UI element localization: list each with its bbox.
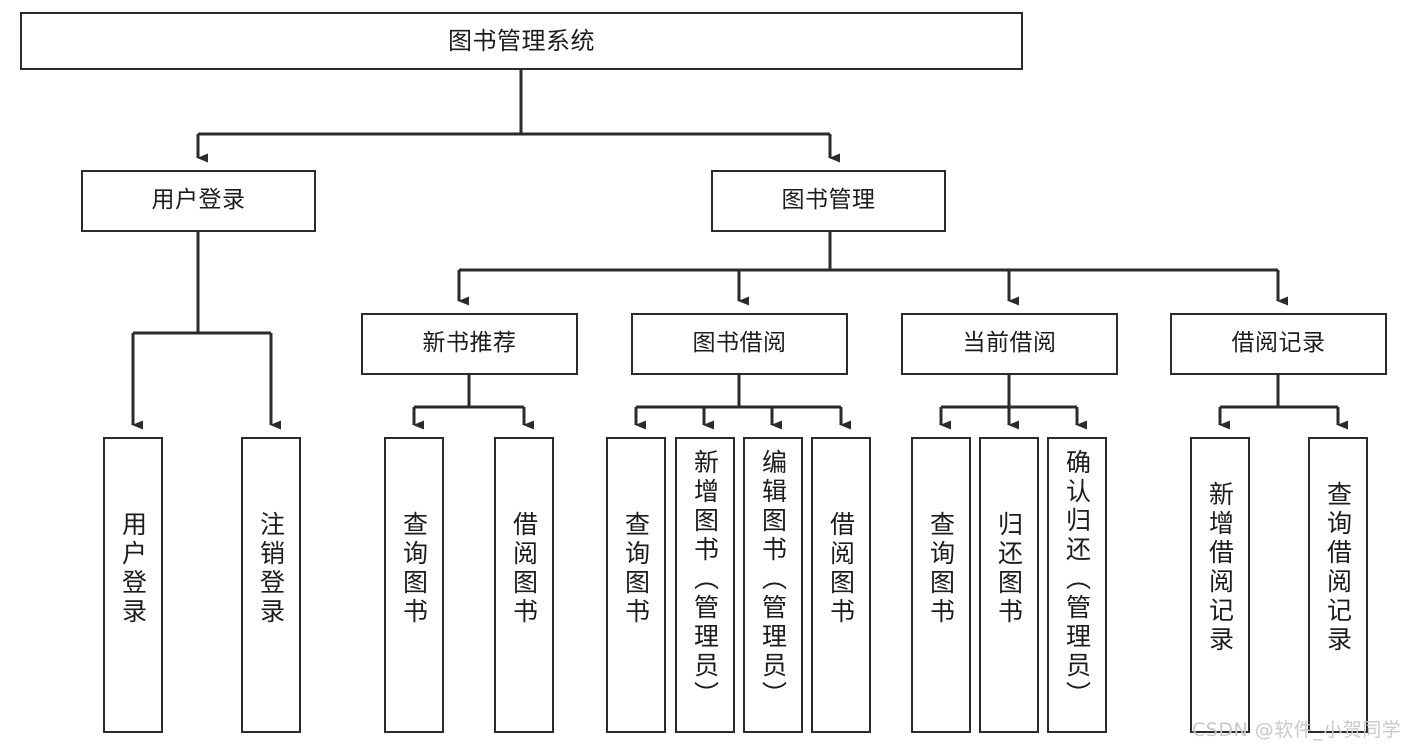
leaf-add-book-admin[interactable]: 新增图书（管理员） <box>675 437 735 733</box>
leaf-logout[interactable]: 注销登录 <box>241 437 301 733</box>
node-label: 查询图书 <box>399 511 429 627</box>
node-user-login[interactable]: 用户登录 <box>81 170 316 232</box>
node-label: 查询图书 <box>621 511 651 627</box>
node-new-book-recommend[interactable]: 新书推荐 <box>361 313 578 375</box>
node-current-borrow[interactable]: 当前借阅 <box>901 313 1118 375</box>
node-label: 确认归还（管理员） <box>1062 449 1092 710</box>
leaf-borrow-books-recommend[interactable]: 借阅图书 <box>494 437 554 733</box>
leaf-query-books-current[interactable]: 查询图书 <box>911 437 971 733</box>
leaf-confirm-return-admin[interactable]: 确认归还（管理员） <box>1047 437 1107 733</box>
leaf-return-books[interactable]: 归还图书 <box>979 437 1039 733</box>
node-label: 图书借阅 <box>692 330 787 357</box>
node-label: 查询借阅记录 <box>1323 481 1353 655</box>
leaf-query-borrow-record[interactable]: 查询借阅记录 <box>1308 437 1368 733</box>
node-label: 编辑图书（管理员） <box>758 449 788 710</box>
node-label: 当前借阅 <box>962 330 1057 357</box>
node-label: 查询图书 <box>926 511 956 627</box>
node-borrow-records[interactable]: 借阅记录 <box>1170 313 1387 375</box>
node-root-system[interactable]: 图书管理系统 <box>20 12 1023 70</box>
node-book-management[interactable]: 图书管理 <box>711 170 946 232</box>
node-label: 图书管理 <box>781 187 876 214</box>
node-label: 新增借阅记录 <box>1205 481 1235 655</box>
node-label: 新增图书（管理员） <box>690 449 720 710</box>
node-label: 借阅记录 <box>1231 330 1326 357</box>
node-label: 借阅图书 <box>826 511 856 627</box>
node-label: 用户登录 <box>118 511 148 627</box>
node-label: 图书管理系统 <box>448 26 595 55</box>
node-label: 归还图书 <box>994 511 1024 627</box>
node-book-borrow[interactable]: 图书借阅 <box>631 313 848 375</box>
node-label: 注销登录 <box>256 511 286 627</box>
leaf-borrow-books-borrow[interactable]: 借阅图书 <box>811 437 871 733</box>
leaf-user-login[interactable]: 用户登录 <box>103 437 163 733</box>
leaf-query-books-recommend[interactable]: 查询图书 <box>384 437 444 733</box>
leaf-add-borrow-record[interactable]: 新增借阅记录 <box>1190 437 1250 733</box>
leaf-edit-book-admin[interactable]: 编辑图书（管理员） <box>743 437 803 733</box>
node-label: 借阅图书 <box>509 511 539 627</box>
leaf-query-books-borrow[interactable]: 查询图书 <box>606 437 666 733</box>
node-label: 新书推荐 <box>422 330 517 357</box>
node-label: 用户登录 <box>151 187 246 214</box>
